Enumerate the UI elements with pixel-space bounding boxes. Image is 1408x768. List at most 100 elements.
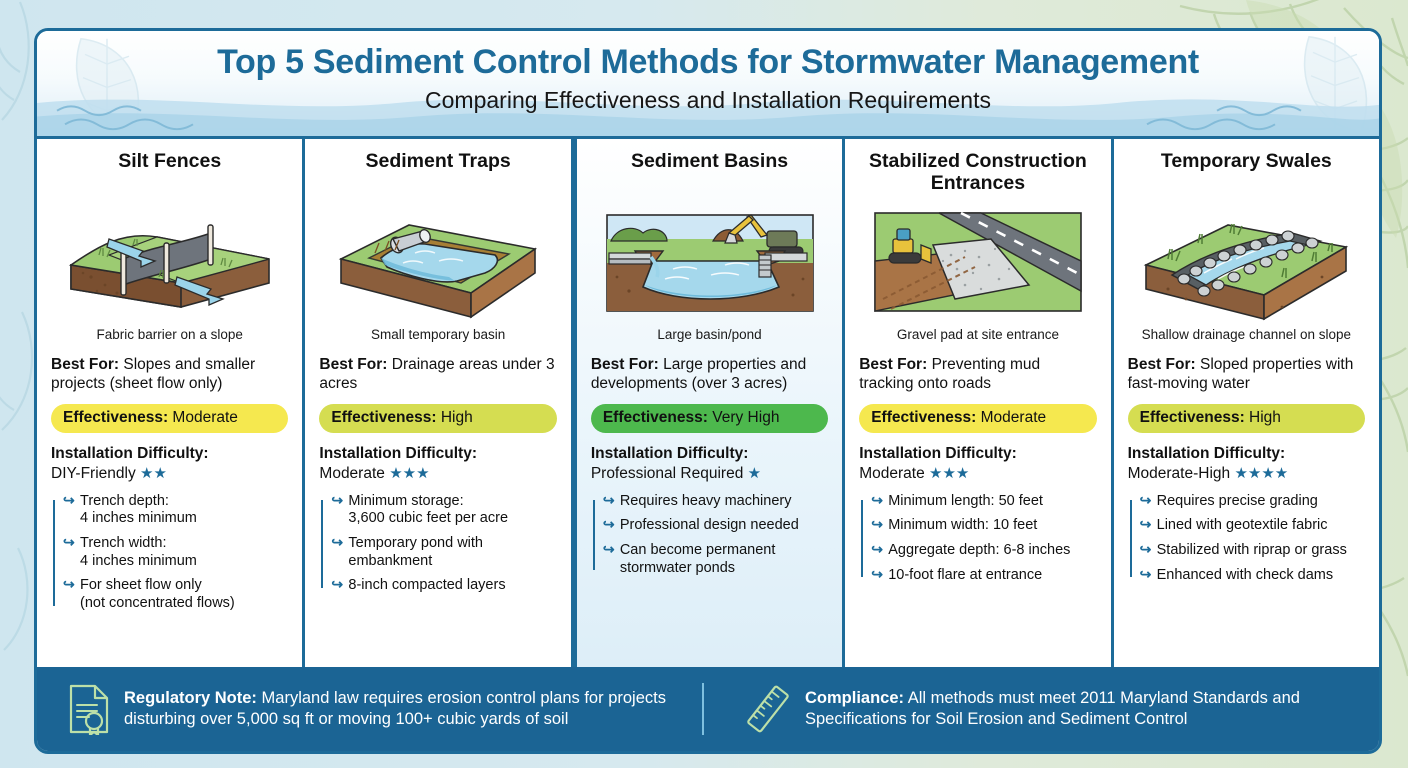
arrow-right-icon: ↪	[602, 541, 615, 557]
detail-list: ↪Trench depth:4 inches minimum↪Trench wi…	[51, 491, 288, 620]
effectiveness-label: Effectiveness:	[1139, 408, 1245, 426]
detail-item-text: Requires heavy machinery	[619, 492, 792, 509]
detail-list: ↪Minimum length: 50 feet↪Minimum width: …	[859, 492, 1096, 592]
construction-entrance-illustration	[869, 203, 1087, 321]
detail-item: ↪Lined with geotextile fabric	[1139, 516, 1365, 535]
detail-item-text: Can become permanent stormwater ponds	[619, 542, 776, 576]
best-for-row: Best For: Preventing mud tracking onto r…	[859, 355, 1096, 393]
arrow-right-icon: ↪	[871, 565, 883, 582]
illustration-caption: Fabric barrier on a slope	[96, 327, 243, 342]
effectiveness-badge: Effectiveness: Very High	[590, 403, 829, 434]
arrow-right-icon: ↪	[871, 516, 883, 533]
best-for-label: Best For:	[859, 356, 928, 374]
page-title: Top 5 Sediment Control Methods for Storm…	[217, 43, 1199, 81]
compliance-body: All methods must meet 2011 Maryland Stan…	[805, 689, 1300, 728]
detail-list: ↪ Requires heavy machinery ↪Professional d…	[591, 492, 828, 585]
detail-item-text: Lined with geotextile fabric	[1156, 517, 1328, 534]
detail-item-text: Trench width:4 inches minimum	[80, 535, 197, 569]
regulatory-note-body: Maryland law requires erosion control pl…	[124, 689, 666, 728]
detail-item-text: 8-inch compacted layers	[348, 577, 506, 594]
difficulty-star-rating: ★★★	[389, 464, 430, 482]
installation-difficulty: Installation Difficulty: Moderate ★★★	[859, 444, 1096, 483]
best-for-row: Best For: Sloped properties with fast-mo…	[1128, 355, 1365, 393]
best-for-row: Best For: Large properties and developme…	[591, 355, 828, 393]
method-title: Temporary Swales	[1160, 150, 1332, 172]
method-card-silt-fences: Silt Fences	[37, 139, 306, 667]
detail-item: ↪Enhanced with check dams	[1140, 566, 1365, 585]
footer-divider	[702, 683, 704, 735]
arrow-right-icon: ↪	[1139, 491, 1152, 508]
detail-list: ↪Minimum storage:3,600 cubic feet per ac…	[319, 491, 556, 602]
best-for-value: Sloped properties with fast-moving water	[1127, 356, 1354, 393]
arrow-right-icon: ↪	[331, 491, 344, 508]
method-card-construction-entrances: Stabilized Construction Entrances	[845, 139, 1114, 667]
difficulty-star-rating: ★★	[140, 464, 167, 482]
best-for-row: Best For: Drainage areas under 3 acres	[319, 355, 556, 393]
silt-fence-illustration	[61, 203, 279, 321]
detail-item-text: Stabilized with riprap or grass	[1156, 542, 1347, 558]
effectiveness-badge: Effectiveness: Moderate	[51, 403, 289, 434]
detail-item: ↪ Minimum width: 10 feet	[871, 516, 1096, 535]
best-for-value: Large properties and developments (over …	[590, 356, 807, 393]
effectiveness-value: Very High	[712, 408, 780, 426]
best-for-label: Best For:	[319, 356, 388, 374]
detail-item-text: Temporary pond with embankment	[348, 535, 483, 569]
arrow-right-icon: ↪	[331, 576, 344, 593]
detail-item-text: For sheet flow only(not concentrated flo…	[80, 577, 235, 612]
regulatory-note-cell: Regulatory Note: Maryland law requires e…	[37, 683, 702, 735]
detail-item-text: Minimum width: 10 feet	[888, 517, 1038, 534]
regulatory-note-text: Regulatory Note: Maryland law requires e…	[124, 688, 682, 730]
best-for-value: Slopes and smaller projects (sheet flow …	[51, 356, 256, 393]
detail-item: ↪Temporary pond with embankment	[331, 534, 556, 570]
difficulty-label: Installation Difficulty:	[590, 445, 749, 463]
detail-item-text: Aggregate depth: 6-8 inches	[888, 542, 1071, 558]
detail-spine	[321, 499, 324, 589]
effectiveness-label: Effectiveness:	[602, 408, 708, 426]
effectiveness-label: Effectiveness:	[63, 408, 169, 426]
illustration-caption: Large basin/pond	[657, 327, 762, 342]
method-title: Sediment Traps	[365, 150, 511, 172]
arrow-right-icon: ↪	[871, 541, 883, 557]
detail-item: ↪Stabilized with riprap or grass	[1140, 541, 1365, 560]
compliance-text: Compliance: All methods must meet 2011 M…	[805, 688, 1359, 730]
difficulty-value: DIY-Friendly	[51, 464, 136, 482]
effectiveness-badge: Effectiveness: High	[319, 403, 557, 434]
effectiveness-value: Moderate	[980, 408, 1047, 426]
document-seal-icon	[67, 683, 111, 735]
best-for-label: Best For:	[1127, 356, 1196, 374]
best-for-label: Best For:	[51, 356, 120, 374]
best-for-row: Best For: Slopes and smaller projects (s…	[51, 355, 288, 393]
detail-item: ↪8-inch compacted layers	[331, 576, 556, 595]
method-title: Stabilized Construction Entrances	[869, 150, 1087, 194]
detail-item-text: 10-foot flare at entrance	[888, 566, 1043, 583]
arrow-right-icon: ↪	[63, 491, 75, 508]
illustration-caption: Gravel pad at site entrance	[896, 327, 1059, 342]
arrow-right-icon: ↪	[63, 534, 75, 550]
detail-item: ↪Minimum length: 50 feet	[871, 492, 1096, 511]
difficulty-value: Moderate	[859, 464, 925, 482]
difficulty-value: Professional Required	[590, 464, 744, 482]
difficulty-label: Installation Difficulty:	[319, 445, 477, 463]
header-decoration	[37, 31, 1379, 136]
detail-item: ↪Trench depth:4 inches minimum	[63, 491, 288, 528]
compliance-cell: Compliance: All methods must meet 2011 M…	[704, 684, 1379, 734]
effectiveness-label: Effectiveness:	[871, 408, 977, 426]
difficulty-value: Moderate	[319, 464, 385, 482]
sediment-trap-illustration	[329, 203, 547, 321]
illustration-caption: Small temporary basin	[370, 327, 506, 342]
difficulty-value: Moderate-High	[1127, 464, 1231, 482]
difficulty-star-rating: ★★★	[929, 464, 970, 482]
detail-spine	[861, 499, 864, 578]
detail-item-text: Requires precise grading	[1156, 492, 1318, 509]
detail-item-text: Professional design needed	[619, 517, 799, 534]
installation-difficulty: Installation Difficulty: Professional Re…	[591, 444, 828, 483]
detail-item-text: Minimum length: 50 feet	[888, 492, 1043, 509]
detail-item-text: Minimum storage:3,600 cubic feet per acr…	[348, 492, 509, 527]
detail-item: ↪Professional design needed	[603, 516, 828, 535]
arrow-right-icon: ↪	[1139, 516, 1152, 533]
method-title: Sediment Basins	[630, 150, 789, 172]
difficulty-star-rating: ★	[747, 464, 762, 482]
effectiveness-label: Effectiveness:	[331, 408, 437, 426]
detail-spine	[1129, 499, 1132, 578]
detail-item: ↪Can become permanent stormwater ponds	[602, 541, 828, 577]
